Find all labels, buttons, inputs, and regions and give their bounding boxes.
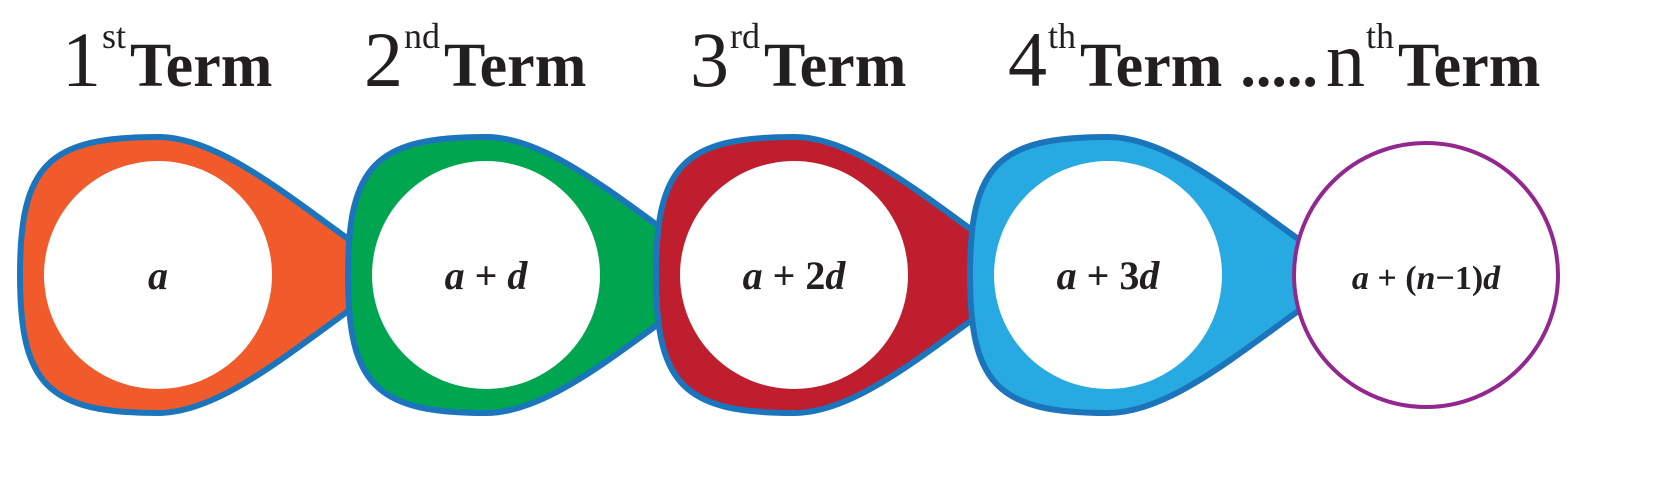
- heading-word: Term: [130, 32, 273, 100]
- heading-word: Term: [1080, 32, 1223, 100]
- term-expression-1: a: [148, 253, 168, 298]
- term-circle-1: [44, 161, 272, 389]
- heading-suffix: th: [1048, 16, 1077, 56]
- term-circle-3: [680, 161, 908, 389]
- term-circle-2: [372, 161, 600, 389]
- heading-term-n: nthTerm: [1326, 18, 1540, 118]
- heading-ellipsis: .....: [1240, 32, 1318, 100]
- heading-word: Term: [1398, 32, 1541, 100]
- heading-number: 4: [1008, 16, 1047, 103]
- heading-term-1: 1stTerm: [62, 18, 272, 118]
- term-expression-4: a + 3d: [1057, 253, 1161, 298]
- heading-suffix: rd: [730, 16, 760, 56]
- term-drops: [17, 134, 1560, 416]
- heading-term-3: 3rdTerm: [690, 18, 906, 118]
- heading-number: 1: [62, 16, 101, 103]
- heading-word: Term: [764, 32, 907, 100]
- heading-suffix: nd: [404, 16, 440, 56]
- term-circle-4: [994, 161, 1222, 389]
- term-labels: a a + d a + 2d a + 3d a + (n−1)d: [148, 253, 1501, 298]
- heading-number: n: [1326, 16, 1365, 103]
- heading-term-4: 4thTerm.....: [1008, 18, 1318, 118]
- heading-suffix: st: [102, 16, 127, 56]
- heading-number: 3: [690, 16, 729, 103]
- term-expression-2: a + d: [445, 253, 529, 298]
- term-expression-n: a + (n−1)d: [1352, 260, 1501, 297]
- heading-term-2: 2ndTerm: [364, 18, 586, 118]
- heading-suffix: th: [1366, 16, 1395, 56]
- heading-number: 2: [364, 16, 403, 103]
- term-expression-3: a + 2d: [743, 253, 847, 298]
- heading-word: Term: [444, 32, 587, 100]
- term-circle-n: [1292, 141, 1560, 409]
